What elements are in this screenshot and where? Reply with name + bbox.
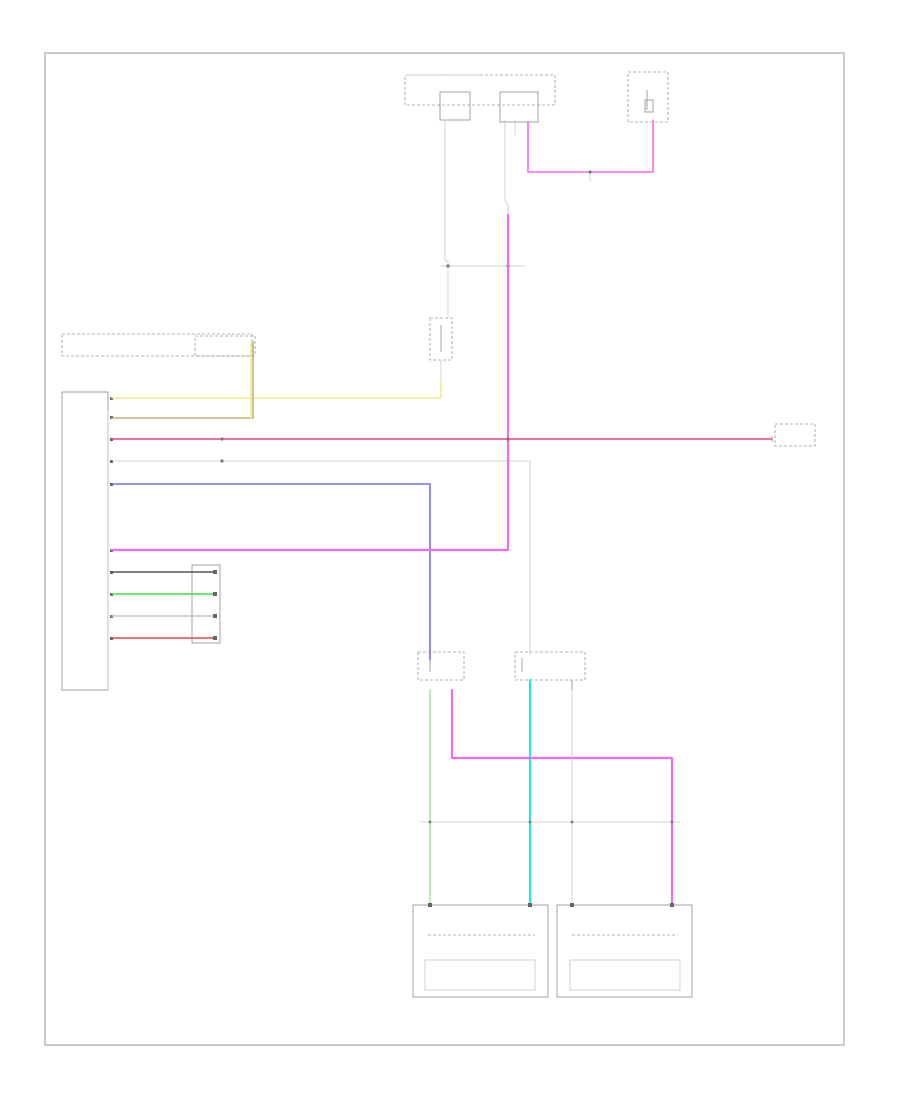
fuse-block-left xyxy=(439,91,471,121)
fuse-block-right xyxy=(499,91,539,123)
bottom-module-left xyxy=(412,904,549,998)
bottom-modules xyxy=(412,903,693,998)
right-connector-box xyxy=(774,423,816,447)
sensor-switch xyxy=(429,317,453,380)
sub-harness-box xyxy=(191,564,221,644)
gateway-box xyxy=(194,335,256,357)
magenta-upper-branch xyxy=(527,119,654,173)
junction-box-top xyxy=(404,74,556,106)
top-fuse-area xyxy=(404,71,669,123)
lower-splices xyxy=(428,820,674,824)
fuse-element xyxy=(644,99,654,113)
control-module-pins xyxy=(110,397,113,640)
relay-box-right xyxy=(514,651,586,681)
top-splices xyxy=(446,170,592,268)
wire-tan xyxy=(111,341,254,419)
bus-splices xyxy=(220,437,510,463)
wire-magenta xyxy=(110,213,510,552)
relay-box-left xyxy=(417,651,465,681)
left-control-module xyxy=(61,333,256,691)
lower-left-harness xyxy=(111,564,221,644)
control-module-box xyxy=(61,391,109,691)
top-trunk-wires xyxy=(440,120,591,318)
wire-blue xyxy=(111,483,431,661)
wire-yellow xyxy=(111,379,442,399)
lower-wires xyxy=(420,678,680,907)
wire-magenta-lower xyxy=(450,688,674,907)
control-module-top-label-zone xyxy=(61,333,253,357)
fuse-block-far-right xyxy=(627,71,669,123)
right-connector xyxy=(771,423,816,447)
bottom-module-right xyxy=(556,904,693,998)
diagram-frame xyxy=(44,52,845,1046)
lower-relays xyxy=(417,651,586,690)
wire-grey xyxy=(112,460,531,655)
